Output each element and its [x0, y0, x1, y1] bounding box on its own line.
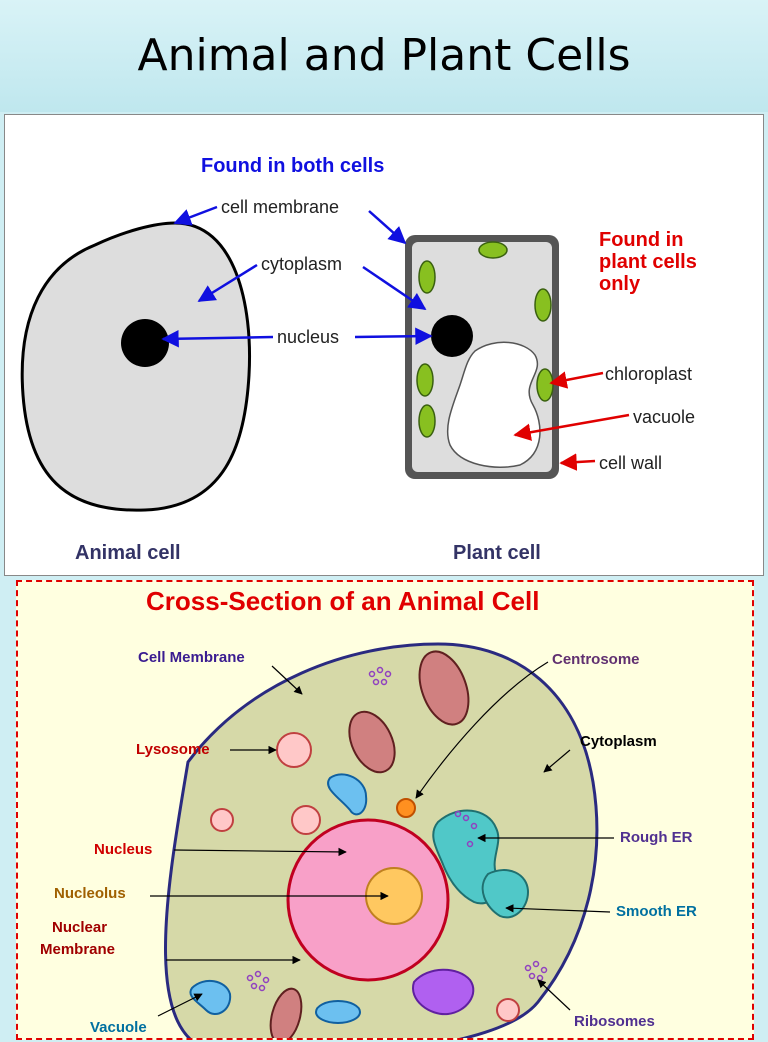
chloroplast: [418, 260, 436, 294]
label-chloroplast: chloroplast: [605, 364, 692, 384]
animal-nucleus: [121, 319, 169, 367]
label-nuclear-membrane-2: Membrane: [40, 941, 115, 958]
chloroplast: [478, 241, 508, 259]
vacuole: [327, 773, 368, 816]
chloroplast: [534, 288, 552, 322]
label-vacuole: vacuole: [633, 407, 695, 427]
label-centrosome: Centrosome: [552, 651, 640, 668]
animal-cell-membrane: [20, 221, 252, 512]
vacuole: [315, 1000, 361, 1024]
label-cell-membrane: Cell Membrane: [138, 649, 245, 666]
label-cell-wall: cell wall: [599, 453, 662, 473]
lysosome: [496, 998, 520, 1022]
label-vacuole: Vacuole: [90, 1019, 147, 1036]
label-rough-er: Rough ER: [620, 829, 693, 846]
centrosome: [396, 798, 416, 818]
caption-plant-cell: Plant cell: [453, 542, 541, 564]
chloroplast: [416, 363, 434, 397]
label-cytoplasm: cytoplasm: [261, 254, 342, 274]
cell-comparison-diagram: Found in both cells cell membrane cytopl…: [4, 114, 764, 576]
lysosomes: [210, 732, 520, 1022]
label-ribosomes: Ribosomes: [574, 1013, 655, 1030]
chloroplast: [418, 404, 436, 438]
slide-title: Animal and Plant Cells: [137, 30, 631, 81]
vacuoles: [189, 773, 368, 1024]
lysosome: [210, 808, 234, 832]
mitochondrion: [418, 650, 470, 726]
label-nucleolus: Nucleolus: [54, 885, 126, 902]
label-cytoplasm: Cytoplasm: [580, 733, 657, 750]
animal-cross-section-diagram: Cross-Section of an Animal Cell Cell Mem…: [16, 580, 754, 1042]
red-arrows: [513, 371, 630, 471]
mitochondria: [269, 650, 470, 1042]
slide-title-bar: Animal and Plant Cells: [0, 0, 768, 112]
lysosome: [276, 732, 312, 768]
label-lysosome: Lysosome: [136, 741, 210, 758]
cell-comparison-svg: Found in both cells cell membrane cytopl…: [20, 155, 697, 564]
cross-section-svg: Cross-Section of an Animal Cell Cell Mem…: [40, 586, 697, 1042]
blue-arrows: [161, 205, 433, 348]
leader-arrows: [150, 661, 614, 1017]
smooth-er: [481, 869, 530, 919]
plant-nucleus: [431, 315, 473, 357]
label-smooth-er: Smooth ER: [616, 903, 697, 920]
plant-only-heading-3: only: [599, 273, 641, 295]
ribosome-clusters: [246, 666, 548, 992]
label-nuclear-membrane-1: Nuclear: [52, 919, 107, 936]
caption-animal-cell: Animal cell: [75, 542, 181, 564]
cross-section-title: Cross-Section of an Animal Cell: [146, 586, 539, 616]
golgi-apparatus: [412, 968, 475, 1016]
both-cells-heading: Found in both cells: [201, 155, 384, 177]
label-nucleus: nucleus: [277, 327, 339, 347]
label-cell-membrane: cell membrane: [221, 197, 339, 217]
label-nucleus: Nucleus: [94, 841, 152, 858]
chloroplast: [536, 368, 554, 402]
plant-only-heading-2: plant cells: [599, 251, 697, 273]
chloroplasts: [416, 241, 554, 438]
mitochondrion: [348, 710, 396, 774]
lysosome: [291, 805, 321, 835]
plant-only-heading-1: Found in: [599, 229, 683, 251]
